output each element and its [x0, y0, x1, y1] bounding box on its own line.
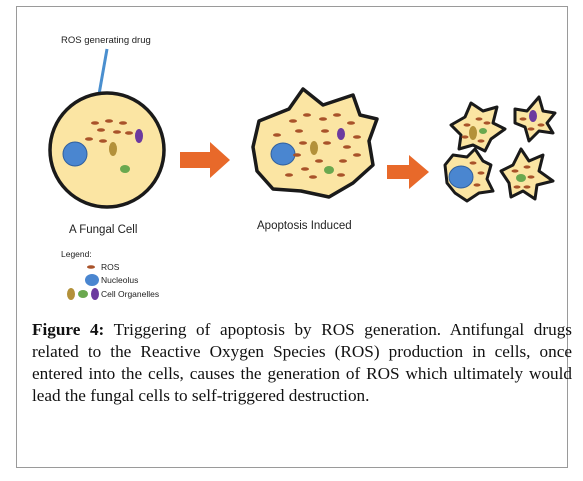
stage-label-fungal-cell: A Fungal Cell [69, 224, 137, 236]
figure-caption: Figure 4: Triggering of apoptosis by ROS… [32, 319, 572, 407]
caption-label: Figure 4: [32, 320, 105, 339]
apoptotic-cell [251, 87, 379, 199]
organelle-purple [337, 128, 345, 140]
ros-particles [273, 113, 361, 179]
stage-label-apoptosis: Apoptosis Induced [257, 220, 352, 232]
process-arrow-1 [180, 142, 230, 178]
cell-fragment-bottom-left [443, 147, 495, 203]
nucleolus [62, 141, 88, 167]
cell-fragment-bottom-right [499, 147, 555, 201]
process-arrow-2 [387, 155, 429, 189]
ros-particles [85, 119, 133, 143]
nucleolus-icon [85, 274, 99, 286]
legend-label-nucleolus: Nucleolus [101, 275, 138, 285]
drug-label: ROS generating drug [61, 35, 151, 46]
legend-title: Legend: [61, 249, 92, 259]
legend-label-organelles: Cell Organelles [101, 289, 159, 299]
ros-dot-icon [87, 265, 95, 269]
organelle-tan [109, 142, 117, 156]
legend-label-ros: ROS [101, 262, 120, 272]
organelle-tan [310, 141, 318, 155]
apoptosis-diagram: ROS generating drug A Fungal Cell [48, 35, 557, 300]
nucleolus [270, 142, 296, 166]
organelles-icon [67, 288, 99, 300]
organelle-green [324, 166, 334, 174]
organelle-green [120, 165, 130, 173]
cell-fragment-top-right [513, 95, 557, 143]
cell-fragment-top-left [449, 101, 507, 153]
healthy-fungal-cell [48, 91, 166, 209]
caption-text: Triggering of apoptosis by ROS generatio… [32, 320, 572, 405]
figure-frame: ROS generating drug A Fungal Cell [16, 6, 572, 468]
organelle-purple [135, 129, 143, 143]
legend: Legend: ROS Nucleolus Cell Organelles [61, 249, 159, 300]
